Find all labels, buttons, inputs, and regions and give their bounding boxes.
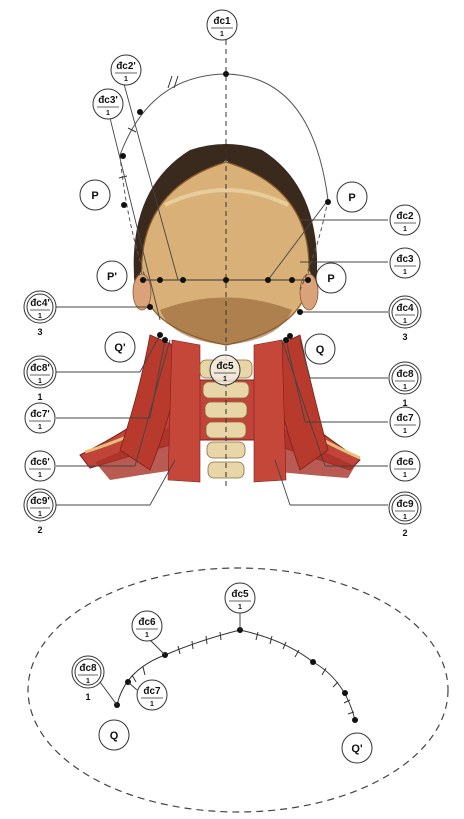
bottom-diagram: đc5 1 đc6 1 đc8 1 1 đc7 1 Q <box>27 567 449 813</box>
acupoint-dots <box>120 71 331 343</box>
svg-text:đc7: đc7 <box>143 686 161 697</box>
label-dc4-prime: đc4' 1 3 <box>23 290 57 337</box>
svg-text:đc7: đc7 <box>396 413 414 424</box>
label-P-mid-right: P <box>315 262 347 294</box>
label-dc5: đc5 1 <box>209 354 241 386</box>
svg-text:đc6': đc6' <box>30 457 50 468</box>
label-dc7-prime: đc7' 1 <box>24 402 56 434</box>
svg-text:Q': Q' <box>114 342 126 354</box>
svg-text:đc4': đc4' <box>30 298 50 309</box>
label-dc3-prime: đc3' 1 <box>92 88 124 120</box>
label-dc6: đc6 1 <box>389 450 421 482</box>
curve-ticks <box>131 631 355 715</box>
bottom-label-dc6: đc6 1 <box>131 610 163 642</box>
svg-text:2: 2 <box>402 528 407 538</box>
svg-text:1: 1 <box>38 378 42 385</box>
svg-text:1: 1 <box>37 392 42 402</box>
svg-text:1: 1 <box>145 632 149 639</box>
svg-text:1: 1 <box>403 318 407 325</box>
svg-text:1: 1 <box>403 514 407 521</box>
svg-text:đc6: đc6 <box>138 617 156 628</box>
leader-lines <box>56 83 388 506</box>
label-dc2: đc2 1 <box>389 204 421 236</box>
label-P-prime: P' <box>96 260 128 292</box>
svg-text:P': P' <box>107 271 117 283</box>
label-dc8: đc8 1 1 <box>388 361 422 408</box>
head-outline-ellipse <box>27 567 449 813</box>
label-dc9: đc9 1 2 <box>388 491 422 538</box>
svg-text:2: 2 <box>37 525 42 535</box>
bottom-label-dc8: đc8 1 1 <box>71 655 105 702</box>
svg-text:1: 1 <box>220 31 224 38</box>
svg-text:đc9: đc9 <box>396 499 414 510</box>
svg-text:1: 1 <box>402 398 407 408</box>
svg-text:1: 1 <box>85 692 90 702</box>
bottom-label-Q: Q <box>98 719 130 751</box>
svg-text:1: 1 <box>38 511 42 518</box>
bottom-label-dc5: đc5 1 <box>224 582 256 614</box>
label-Q-prime-left: Q' <box>104 331 136 363</box>
label-Q-right: Q <box>304 333 336 365</box>
svg-text:1: 1 <box>238 604 242 611</box>
svg-text:P: P <box>91 190 98 202</box>
label-dc3: đc3 1 <box>389 247 421 279</box>
svg-text:Q': Q' <box>351 743 363 755</box>
bottom-leader-lines <box>99 612 241 706</box>
svg-text:đc8: đc8 <box>396 369 414 380</box>
label-dc7: đc7 1 <box>389 406 421 438</box>
svg-text:1: 1 <box>38 424 42 431</box>
label-dc2-prime: đc2' 1 <box>110 54 142 86</box>
anatomy-illustration <box>79 144 361 483</box>
svg-text:1: 1 <box>124 76 128 83</box>
svg-text:1: 1 <box>150 701 154 708</box>
svg-text:1: 1 <box>403 472 407 479</box>
label-P-upper-left: P <box>79 179 111 211</box>
svg-text:đc2: đc2 <box>396 211 414 222</box>
svg-text:3: 3 <box>37 327 42 337</box>
svg-text:Q: Q <box>316 344 325 356</box>
svg-text:1: 1 <box>86 678 90 685</box>
svg-text:đc7': đc7' <box>30 409 50 420</box>
label-dc8-prime: đc8' 1 1 <box>23 355 57 402</box>
svg-text:đc3': đc3' <box>98 95 118 106</box>
svg-text:đc9': đc9' <box>30 496 50 507</box>
bottom-label-dc7: đc7 1 <box>136 679 168 711</box>
svg-text:1: 1 <box>38 313 42 320</box>
label-dc1: đc1 1 <box>206 9 238 41</box>
svg-text:đc5: đc5 <box>216 361 234 372</box>
svg-text:1: 1 <box>223 376 227 383</box>
svg-text:3: 3 <box>402 332 407 342</box>
right-dashed-arc <box>299 199 329 291</box>
svg-text:1: 1 <box>38 472 42 479</box>
svg-text:P: P <box>327 273 334 285</box>
svg-text:Q: Q <box>110 730 119 742</box>
label-dc6-prime: đc6' 1 <box>24 450 56 482</box>
svg-text:đc6: đc6 <box>396 457 414 468</box>
svg-text:đc2': đc2' <box>116 61 136 72</box>
svg-text:đc1: đc1 <box>213 16 231 27</box>
svg-text:1: 1 <box>403 269 407 276</box>
label-dc9-prime: đc9' 1 2 <box>23 488 57 535</box>
svg-text:P: P <box>348 192 355 204</box>
svg-text:đc8': đc8' <box>30 363 50 374</box>
bottom-label-Q-prime: Q' <box>341 732 373 764</box>
left-dashed-arc <box>119 154 147 281</box>
svg-text:đc3: đc3 <box>396 254 414 265</box>
svg-text:1: 1 <box>403 428 407 435</box>
label-P-upper-right: P <box>336 181 368 213</box>
svg-text:1: 1 <box>403 384 407 391</box>
svg-text:đc4: đc4 <box>396 303 414 314</box>
svg-text:1: 1 <box>106 110 110 117</box>
svg-text:1: 1 <box>403 226 407 233</box>
svg-text:đc5: đc5 <box>231 589 249 600</box>
svg-text:đc8: đc8 <box>79 663 97 674</box>
label-dc4: đc4 1 3 <box>388 295 422 342</box>
